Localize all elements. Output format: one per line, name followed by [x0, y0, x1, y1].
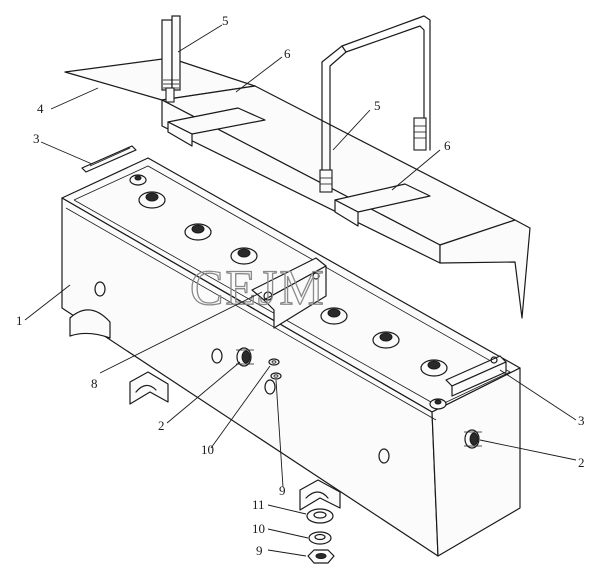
box-hole-2	[211, 348, 223, 364]
callout-5-upper: 5	[222, 13, 229, 28]
battery-caps	[129, 174, 448, 410]
box-end-face	[431, 367, 521, 557]
callout-1: 1	[16, 313, 23, 328]
callout-3-left: 3	[33, 131, 40, 146]
u-clamp-bolt	[319, 15, 431, 193]
callout-9-upper: 9	[279, 483, 286, 498]
connector-strap	[251, 257, 327, 329]
hex-nut-9	[307, 549, 335, 564]
callout-10-lower: 10	[252, 521, 265, 536]
small-washer-10	[268, 358, 280, 366]
callout-3-right: 3	[578, 413, 585, 428]
cable-gland-right	[464, 429, 482, 449]
clamp-bar-right	[445, 355, 507, 397]
box-hole-4	[378, 448, 390, 464]
battery-cover	[64, 57, 531, 319]
callout-6-upper: 6	[284, 46, 291, 61]
box-slot	[69, 309, 111, 339]
cap-2	[184, 223, 212, 241]
callout-11: 11	[252, 497, 265, 512]
hold-down-bolt-left	[161, 15, 181, 103]
callout-labels: 5 6 4 5 3 6 1 8 2 10 9 3 2 11 10 9	[16, 13, 585, 558]
callout-8: 8	[91, 376, 98, 391]
rubber-strip-6b-side	[334, 199, 359, 227]
callout-6-lower: 6	[444, 138, 451, 153]
terminal-left	[129, 174, 147, 186]
cap-6	[420, 359, 448, 377]
box-hole-1	[94, 281, 106, 297]
terminal-right	[429, 398, 447, 410]
callout-10-upper: 10	[201, 442, 214, 457]
flat-washer-11	[306, 508, 334, 524]
leader-lines	[24, 24, 577, 557]
cover-end	[439, 219, 531, 319]
cable-gland-left	[236, 347, 254, 367]
mount-bracket-1	[129, 371, 169, 405]
rubber-strip-6a-side	[167, 121, 193, 147]
cap-3	[230, 247, 258, 265]
callout-9-lower: 9	[256, 543, 263, 558]
box-hole-3	[264, 379, 276, 395]
cap-1	[138, 191, 166, 209]
callout-2-left: 2	[158, 418, 165, 433]
cap-5	[372, 331, 400, 349]
callout-2-right: 2	[578, 455, 585, 470]
lock-washer-10	[308, 531, 332, 545]
callout-4: 4	[37, 101, 44, 116]
callout-5-lower: 5	[374, 98, 381, 113]
small-nut-9	[270, 372, 282, 380]
cap-4	[320, 307, 348, 325]
mount-bracket-2	[299, 479, 341, 511]
watermark-text: CEJM	[190, 259, 326, 315]
clamp-bar-left	[81, 145, 137, 173]
